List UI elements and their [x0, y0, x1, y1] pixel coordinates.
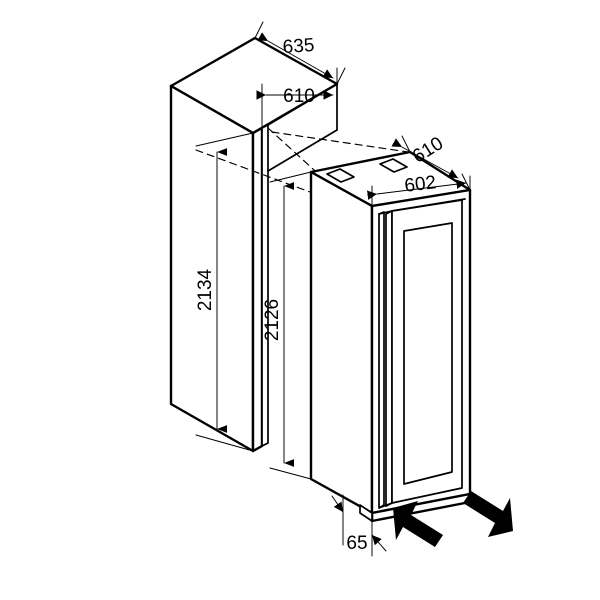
appliance-assembly [309, 150, 472, 515]
ext-line-610r-b [461, 173, 471, 191]
dimension-635: 635 [254, 21, 346, 131]
door-inner-panel [403, 222, 453, 485]
dimension-2134: 2134 [195, 132, 254, 452]
door-bottom-edge-2 [385, 502, 393, 507]
leader-65-right [371, 534, 387, 552]
dimension-65: 65 [331, 494, 387, 557]
airflow-arrows [393, 491, 513, 547]
niche-inner-right-edge [267, 129, 338, 172]
niche-front-edge [251, 126, 264, 453]
air-outlet-arrow [463, 491, 513, 537]
dim-line-602 [366, 179, 467, 200]
ext-line-2126-top [269, 171, 312, 183]
ext-line-635-a [254, 21, 264, 39]
niche-assembly [169, 36, 339, 453]
air-inlet-arrow [393, 501, 443, 547]
door-frame-layer-2 [385, 210, 393, 507]
dimension-2126: 2126 [262, 171, 312, 480]
top-tab-left-icon [326, 168, 355, 183]
leader-65-left [331, 495, 344, 513]
dim-line-610right [391, 138, 459, 179]
dimension-610-top: 610 [256, 67, 338, 129]
dashed-line-top [271, 131, 409, 153]
dimension-label-2126: 2126 [262, 299, 283, 341]
door-frame-layer-1 [378, 211, 385, 509]
ext-line-2134-bot [195, 434, 254, 452]
dim-line-635 [257, 32, 334, 79]
niche-left-face [169, 84, 255, 453]
ext-line-2134-top [195, 132, 254, 147]
dimension-label-602: 602 [403, 172, 437, 197]
dimension-label-65: 65 [346, 533, 367, 554]
dimension-label-610-top: 610 [283, 86, 315, 107]
dimension-602: 602 [366, 172, 471, 207]
dimension-label-2134: 2134 [195, 268, 216, 311]
ext-line-635-b [336, 67, 346, 85]
niche-inner-back-face [261, 124, 269, 447]
appliance-left-face [309, 170, 374, 515]
dimension-label-635: 635 [282, 35, 315, 58]
ext-line-2126-bot [269, 467, 312, 480]
